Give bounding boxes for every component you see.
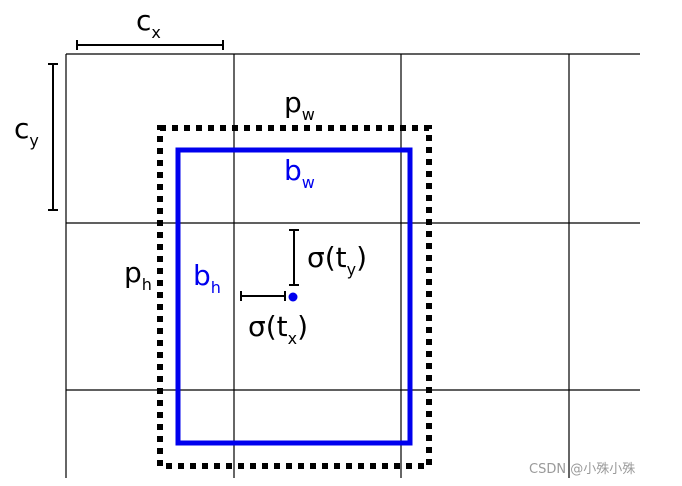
sigma-tx-bracket xyxy=(240,291,286,301)
predicted-box xyxy=(175,147,413,446)
label-sigma-tx: σ(tx) xyxy=(248,310,308,348)
center-point xyxy=(288,292,298,302)
cx-bracket xyxy=(76,40,224,50)
prior-box xyxy=(157,125,432,469)
label-pw: pw xyxy=(284,86,315,124)
cy-bracket xyxy=(48,63,58,211)
sigma-ty-bracket xyxy=(289,229,299,286)
label-bh: bh xyxy=(193,259,221,297)
label-ph: ph xyxy=(124,256,152,294)
watermark: CSDN @小殊小殊 xyxy=(529,462,635,477)
label-cx: cx xyxy=(136,4,161,42)
label-cy: cy xyxy=(14,112,39,150)
label-bw: bw xyxy=(284,154,315,192)
label-sigma-ty: σ(ty) xyxy=(307,241,367,279)
